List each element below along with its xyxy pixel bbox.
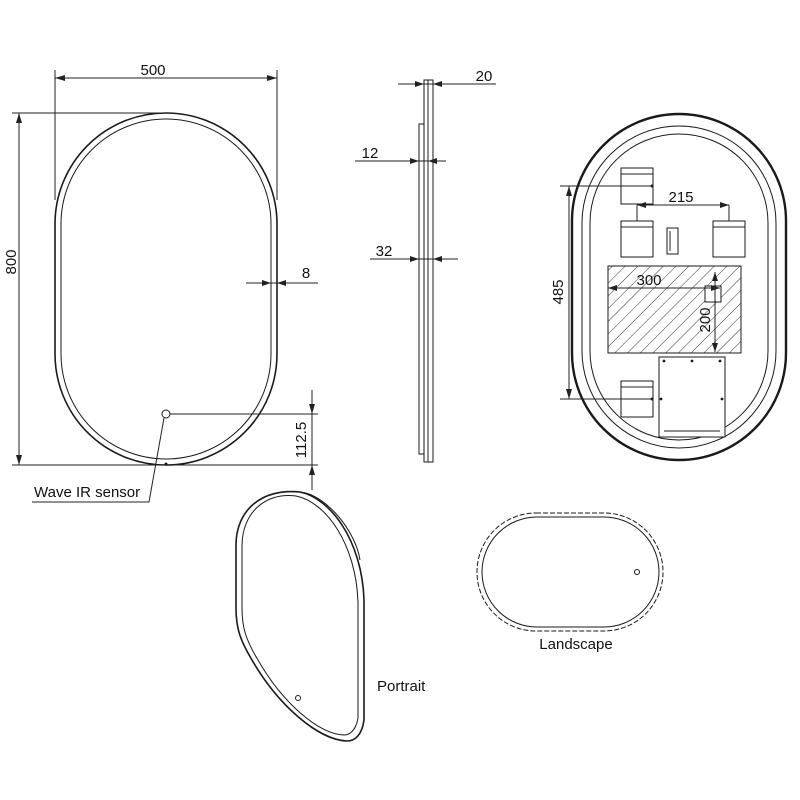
dim-200-arrow-top: [712, 272, 718, 281]
dim-12-arrow-right: [428, 158, 437, 164]
portrait-outer: [235, 490, 365, 742]
dim-32-label: 32: [376, 243, 393, 260]
dim-8-arrow-right: [277, 280, 286, 286]
back-inner: [589, 133, 769, 441]
dim-485-label: 485: [550, 279, 567, 304]
side-view: 20 12 32: [355, 68, 496, 463]
landscape-inner: [481, 516, 660, 628]
dim-215-label: 215: [668, 189, 693, 206]
ir-sensor-icon: [161, 409, 171, 419]
dim-200-label: 200: [697, 307, 714, 332]
dim-500-arrow-left: [55, 75, 65, 81]
landscape-sensor-icon: [634, 569, 640, 575]
front-mirror-outer: [54, 112, 278, 466]
portrait-inner: [241, 495, 359, 736]
dim-500-label: 500: [140, 62, 165, 79]
landscape-label: Landscape: [539, 636, 612, 653]
portrait-sensor-icon: [295, 695, 301, 701]
dim-215-arrow-left: [637, 202, 646, 208]
driver-box: [658, 356, 726, 438]
front-view: 500 800 8 112.5 Wave IR sensor: [3, 62, 318, 503]
dim-12-label: 12: [362, 145, 379, 162]
bracket-mid-right: [712, 220, 746, 258]
dim-20-label: 20: [476, 68, 493, 85]
dim-300-arrow-left: [608, 285, 617, 291]
landscape-outer: [476, 512, 664, 632]
front-mirror-inner: [60, 118, 272, 460]
dim-800-arrow-bottom: [16, 455, 22, 465]
dim-800-arrow-top: [16, 113, 22, 123]
dim-112-label: 112.5: [293, 422, 310, 458]
back-view: 215 485 300 200: [550, 112, 788, 462]
portrait-view: Portrait: [235, 490, 426, 742]
dim-112-arrow-top: [309, 404, 315, 414]
dim-20-arrow-right: [433, 81, 442, 87]
back-outer: [570, 112, 788, 462]
dim-20-arrow-left: [415, 81, 424, 87]
switch-box: [666, 227, 679, 255]
dim-8-label: 8: [302, 265, 310, 282]
bracket-mid-left: [620, 220, 654, 258]
dim-300-label: 300: [636, 272, 661, 289]
portrait-rim: [299, 491, 361, 561]
sensor-label: Wave IR sensor: [34, 484, 140, 501]
dim-112-arrow-bottom: [309, 465, 315, 475]
dim-500-arrow-right: [267, 75, 277, 81]
dim-800-label: 800: [3, 249, 20, 274]
dim-485-arrow-top: [566, 186, 572, 196]
recess-hatched: [607, 265, 742, 354]
dim-32-arrow-right: [433, 256, 442, 262]
dim-8-arrow-left: [262, 280, 271, 286]
dim-32-arrow-left: [410, 256, 419, 262]
dim-485-arrow-bottom: [566, 389, 572, 399]
side-glass: [418, 123, 425, 455]
sensor-leader-line: [32, 417, 165, 503]
landscape-view: Landscape: [476, 512, 664, 653]
dim-12-arrow-left: [410, 158, 419, 164]
portrait-label: Portrait: [377, 678, 426, 695]
dim-200-arrow-bottom: [712, 343, 718, 352]
dim-215-arrow-right: [720, 202, 729, 208]
back-frame: [581, 125, 777, 449]
